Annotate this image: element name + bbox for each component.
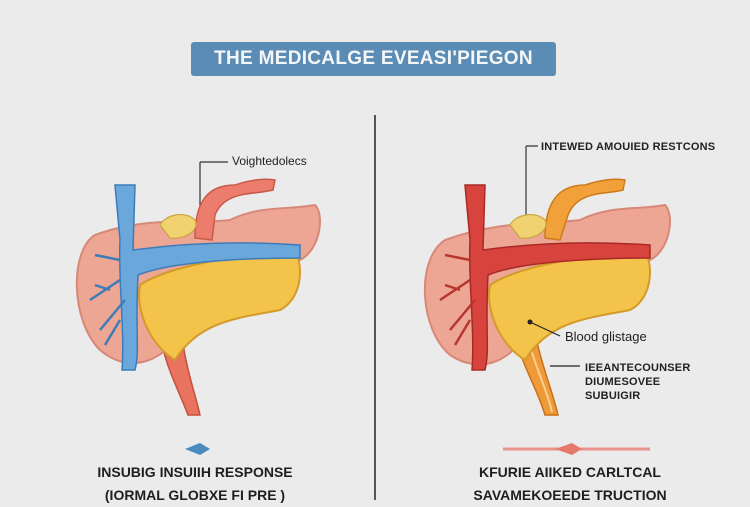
left-label-top: Voightedolecs	[232, 154, 307, 168]
right-label-top: INTEWED AMOUIED RESTCONS	[541, 141, 716, 153]
left-fat	[159, 213, 197, 239]
label-line: DIUMESOVEE	[585, 376, 661, 388]
caption-line: INSUBIG INSUIIH RESPONSE	[97, 464, 293, 480]
left-pancreas-illustration	[75, 161, 321, 455]
caption-line: (IORMAL GLOBXE FI PRE )	[104, 487, 286, 503]
panel-divider	[374, 115, 376, 500]
right-fat	[509, 213, 547, 239]
title-banner: THE MEDICALGE EVEASI'PIEGON	[191, 42, 556, 76]
left-arrow-icon	[185, 443, 210, 455]
left-caption: INSUBIG INSUIIH RESPONSE (IORMAL GLOBXE …	[90, 461, 300, 507]
left-tube-top	[194, 178, 276, 241]
right-pancreas-illustration	[423, 145, 671, 455]
label-line: SUBUIGIR	[585, 390, 641, 402]
label-line: IEEANTECOUNSER	[585, 362, 691, 374]
caption-line: SAVAMEKOEEDE TRUCTION	[473, 487, 667, 503]
caption-line: KFURIE AIIKED CARLTCAL	[479, 464, 661, 480]
right-label-blood: Blood glistage	[565, 329, 647, 344]
right-label-block: IEEANTECOUNSER DIUMESOVEE SUBUIGIR	[585, 361, 690, 403]
right-caption: KFURIE AIIKED CARLTCAL SAVAMEKOEEDE TRUC…	[465, 461, 675, 507]
page-title: THE MEDICALGE EVEASI'PIEGON	[214, 48, 533, 69]
right-vessel	[464, 184, 651, 371]
left-vessel	[114, 184, 301, 371]
right-tube-top	[544, 178, 626, 241]
